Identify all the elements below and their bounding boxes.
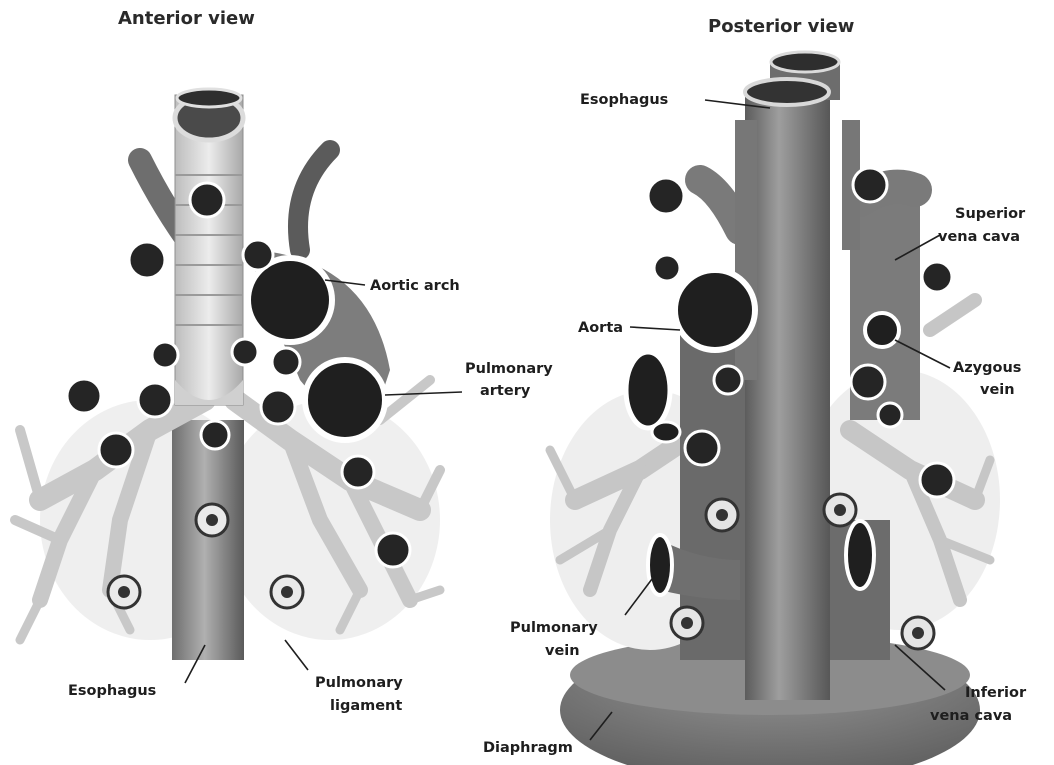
esophagus-post-opening-back (771, 52, 839, 72)
label-pulmonary-ligament-2: ligament (330, 698, 402, 714)
small-lumen-left (652, 422, 680, 442)
aorta-lumen (675, 270, 755, 350)
label-inferior-vena-cava-2: vena cava (930, 708, 1012, 724)
anterior-view (15, 89, 462, 683)
esophagus-post-opening (745, 79, 829, 105)
label-aortic-arch: Aortic arch (370, 278, 460, 294)
label-pulmonary-vein-2: vein (545, 643, 580, 659)
label-azygous-vein-1: Azygous (953, 360, 1021, 376)
label-esophagus-anterior: Esophagus (68, 683, 156, 699)
posterior-view (550, 52, 1000, 765)
pulmonary-artery-lumen-post (626, 352, 670, 428)
label-pulmonary-ligament-1: Pulmonary (315, 675, 403, 691)
label-pulmonary-vein-1: Pulmonary (510, 620, 598, 636)
label-aorta: Aorta (578, 320, 623, 336)
label-pulmonary-artery-2: artery (480, 383, 531, 399)
label-superior-vena-cava-1: Superior (955, 206, 1026, 222)
label-esophagus-posterior: Esophagus (580, 92, 668, 108)
title-posterior-view: Posterior view (708, 16, 854, 37)
pulmonary-vein-lumen (648, 535, 672, 595)
esophagus-opening-anterior (177, 89, 241, 107)
label-superior-vena-cava-2: vena cava (938, 229, 1020, 245)
pulmonary-artery-lumen (305, 360, 385, 440)
leader-pulmonary-ligament (285, 640, 308, 670)
label-diaphragm: Diaphragm (483, 740, 573, 756)
left-carotid (298, 150, 330, 250)
label-inferior-vena-cava-1: Inferior (965, 685, 1027, 701)
left-vessel-branch (700, 180, 740, 230)
azygous-lumen (865, 313, 899, 347)
label-azygous-vein-2: vein (980, 382, 1015, 398)
leader-pulmonary-artery (385, 392, 462, 395)
esophagus-anterior (172, 420, 244, 660)
ivc-lumen (846, 521, 874, 589)
esophagus-posterior (745, 90, 830, 700)
label-pulmonary-artery-1: Pulmonary (465, 361, 553, 377)
leader-aorta (630, 327, 680, 330)
title-anterior-view: Anterior view (118, 8, 255, 29)
